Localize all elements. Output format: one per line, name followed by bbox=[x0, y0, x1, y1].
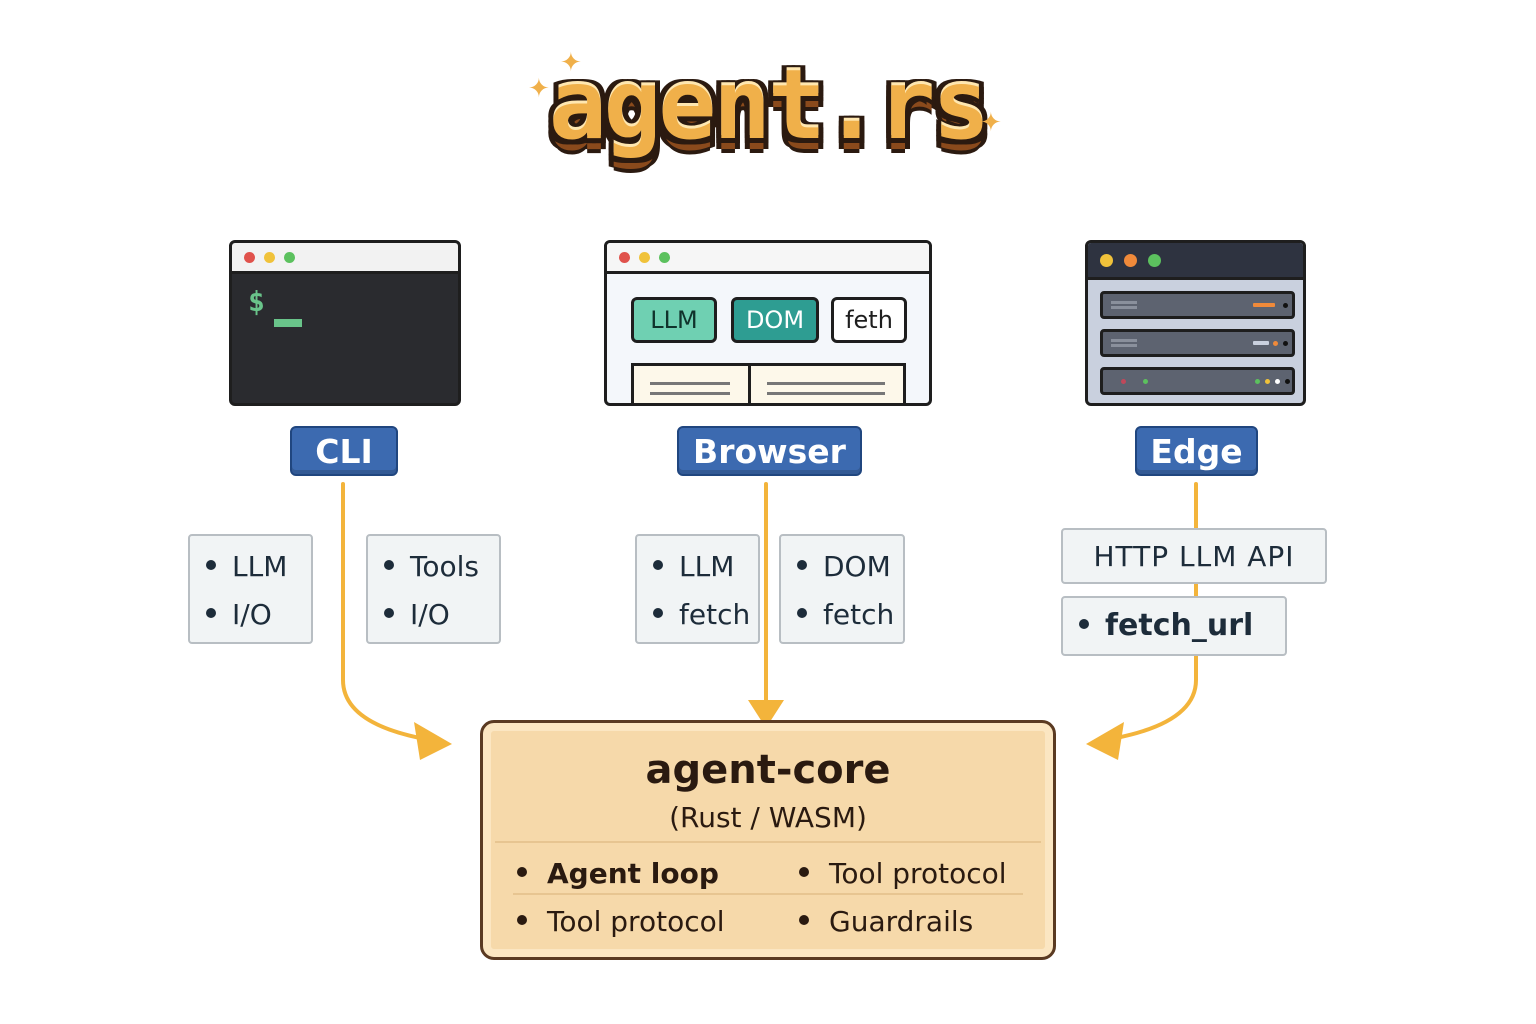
terminal-titlebar bbox=[232, 243, 458, 274]
bullet-icon bbox=[1079, 618, 1089, 629]
bullet-icon bbox=[799, 915, 809, 925]
list-item: fetch_url bbox=[1079, 608, 1253, 643]
list-item: Agent loop bbox=[517, 857, 719, 890]
list-item: Tool protocol bbox=[799, 857, 1007, 890]
bullet-icon bbox=[797, 560, 807, 570]
browser-arrowhead bbox=[748, 700, 784, 728]
divider bbox=[513, 893, 1023, 895]
server-rack-icon bbox=[1085, 240, 1306, 406]
core-subtitle: (Rust / WASM) bbox=[669, 801, 867, 834]
close-dot-icon bbox=[619, 252, 630, 263]
edge-label: Edge bbox=[1135, 426, 1258, 476]
minimize-dot-icon bbox=[639, 252, 650, 263]
chip-dom: DOM bbox=[731, 297, 819, 343]
list-item: DOM bbox=[797, 550, 891, 583]
agent-core-box: agent-core (Rust / WASM) Agent loop Tool… bbox=[480, 720, 1056, 960]
close-dot-icon bbox=[244, 252, 255, 263]
list-item-label: fetch_url bbox=[1105, 608, 1254, 643]
terminal-prompt: $ bbox=[248, 285, 265, 318]
core-title: agent-core bbox=[645, 747, 891, 793]
logo-text: agent.rs bbox=[548, 49, 990, 161]
list-item-label: LLM bbox=[232, 550, 288, 583]
chip-fetch: feth bbox=[831, 297, 907, 343]
maximize-dot-icon bbox=[284, 252, 295, 263]
list-item-label: Agent loop bbox=[547, 857, 719, 890]
bullet-icon bbox=[653, 608, 663, 618]
maximize-dot-icon bbox=[659, 252, 670, 263]
bullet-icon bbox=[384, 608, 394, 618]
terminal-window-icon: $ bbox=[229, 240, 461, 406]
bullet-icon bbox=[384, 560, 394, 570]
list-item: fetch bbox=[797, 598, 894, 631]
list-item-label: Tool protocol bbox=[547, 905, 725, 938]
list-item: Tool protocol bbox=[517, 905, 725, 938]
list-item: LLM bbox=[653, 550, 734, 583]
list-item: LLM bbox=[206, 550, 287, 583]
chip-llm: LLM bbox=[631, 297, 717, 343]
list-item-label: DOM bbox=[823, 550, 891, 583]
list-item: Guardrails bbox=[799, 905, 973, 938]
sparkle-icon: ✦ bbox=[980, 108, 1002, 138]
sparkle-icon: ✦ bbox=[528, 74, 550, 104]
http-llm-api-box: HTTP LLM API bbox=[1061, 528, 1327, 584]
minimize-dot-icon bbox=[264, 252, 275, 263]
sparkle-icon: ✦ bbox=[560, 48, 582, 78]
yellow-dot-icon bbox=[1100, 254, 1113, 267]
list-item-label: LLM bbox=[679, 550, 735, 583]
list-item-label: I/O bbox=[410, 598, 450, 631]
bullet-icon bbox=[517, 915, 527, 925]
list-item-label: Tool protocol bbox=[829, 857, 1007, 890]
bullet-icon bbox=[653, 560, 663, 570]
browser-pane-right bbox=[748, 363, 906, 403]
rack-unit bbox=[1100, 291, 1295, 319]
terminal-cursor-icon bbox=[274, 319, 302, 327]
cli-bullets-right: Tools I/O bbox=[366, 534, 501, 644]
list-item-label: fetch bbox=[679, 598, 751, 631]
list-item-label: Tools bbox=[410, 550, 479, 583]
browser-window-icon: LLM DOM feth bbox=[604, 240, 932, 406]
list-item: I/O bbox=[384, 598, 450, 631]
edge-arrowhead bbox=[1086, 722, 1124, 760]
rack-unit bbox=[1100, 367, 1295, 395]
cli-to-core-arrow bbox=[341, 482, 422, 740]
orange-dot-icon bbox=[1124, 254, 1137, 267]
browser-label: Browser bbox=[677, 426, 862, 476]
list-item-label: I/O bbox=[232, 598, 272, 631]
rack-unit bbox=[1100, 329, 1295, 357]
browser-titlebar bbox=[607, 243, 929, 274]
list-item: fetch bbox=[653, 598, 750, 631]
list-item: I/O bbox=[206, 598, 272, 631]
bullet-icon bbox=[799, 867, 809, 877]
browser-bullets-right: DOM fetch bbox=[779, 534, 905, 644]
edge-bullets: fetch_url bbox=[1061, 596, 1287, 656]
cli-bullets-left: LLM I/O bbox=[188, 534, 313, 644]
list-item-label: Guardrails bbox=[829, 905, 974, 938]
browser-bullets-left: LLM fetch bbox=[635, 534, 760, 644]
list-item-label: fetch bbox=[823, 598, 895, 631]
cli-arrowhead bbox=[414, 722, 452, 760]
bullet-icon bbox=[797, 608, 807, 618]
server-titlebar bbox=[1088, 243, 1303, 280]
list-item: Tools bbox=[384, 550, 479, 583]
cli-label: CLI bbox=[290, 426, 398, 476]
browser-pane-left bbox=[631, 363, 751, 403]
divider bbox=[495, 841, 1041, 843]
edge-to-core-arrow bbox=[1114, 654, 1198, 740]
bullet-icon bbox=[206, 560, 216, 570]
bullet-icon bbox=[517, 867, 527, 877]
bullet-icon bbox=[206, 608, 216, 618]
green-dot-icon bbox=[1148, 254, 1161, 267]
